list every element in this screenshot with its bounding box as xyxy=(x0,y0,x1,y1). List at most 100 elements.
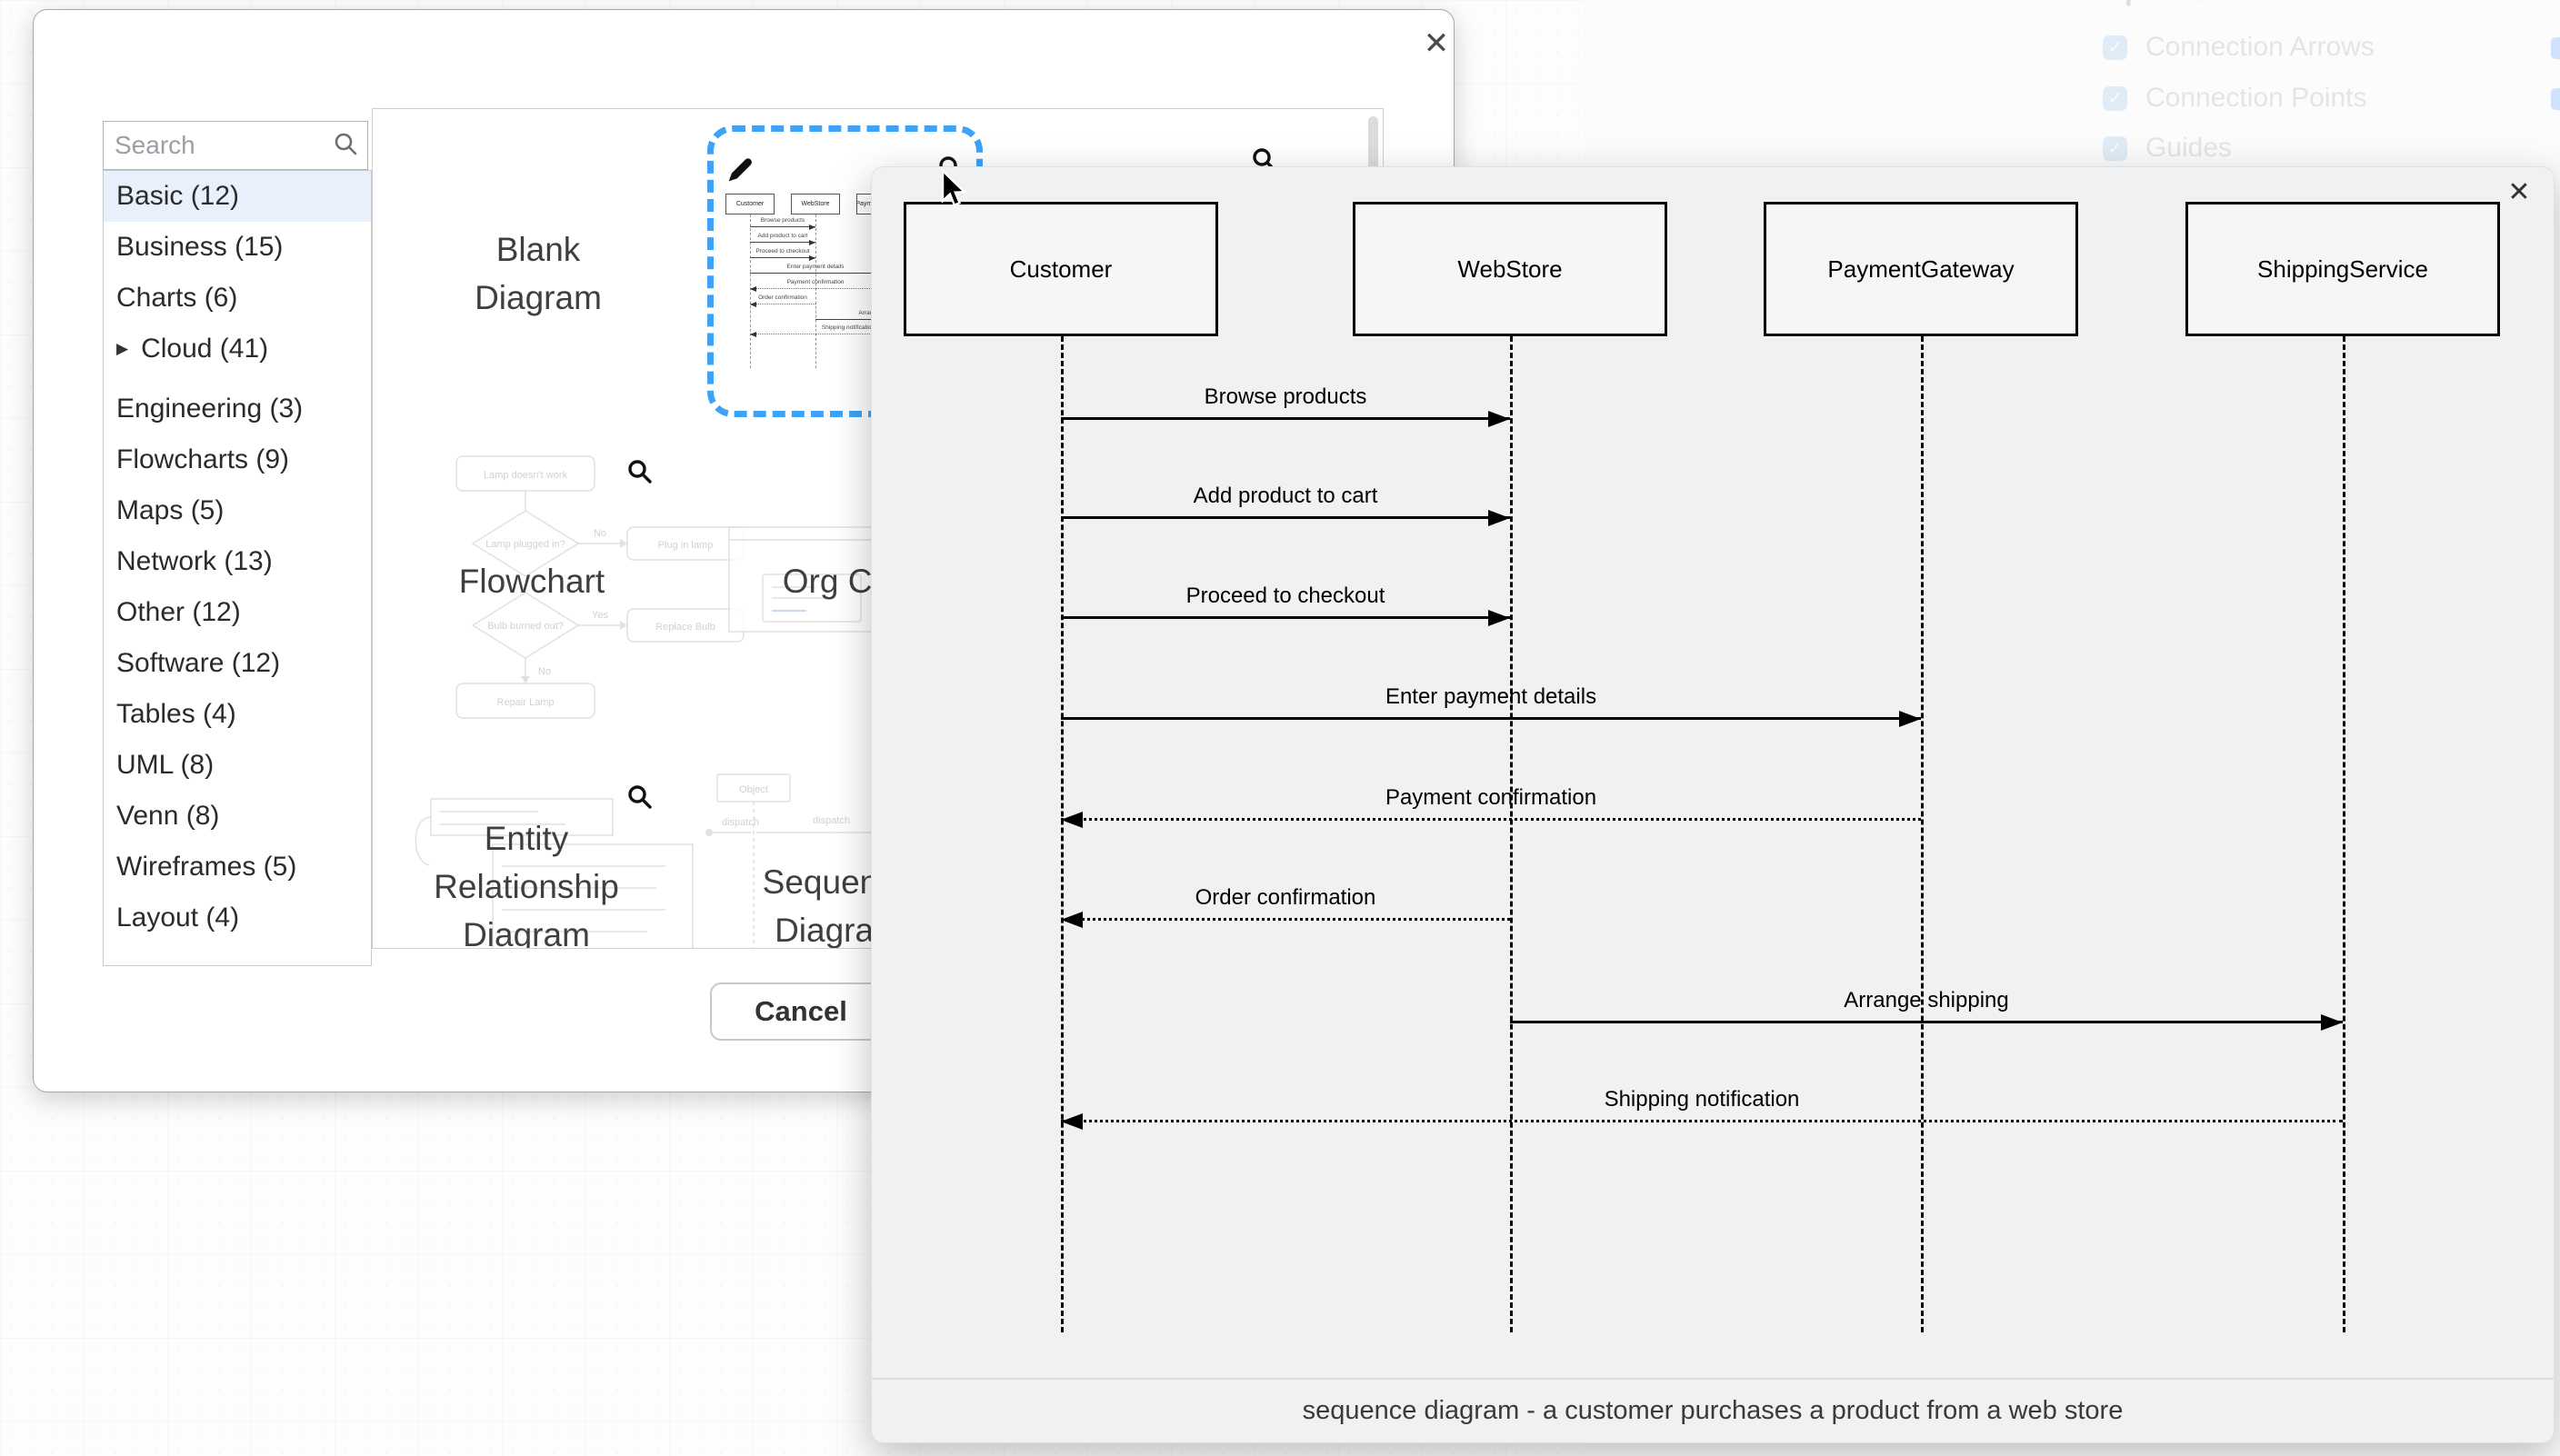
message-line xyxy=(1061,818,1921,821)
lifeline xyxy=(1061,336,1064,1332)
message-label: Add product to cart xyxy=(757,233,808,239)
svg-text:return: return xyxy=(809,946,835,949)
checkbox-checked-icon[interactable]: ✓ xyxy=(2103,135,2127,161)
message-line xyxy=(1061,918,1510,921)
sidebar-item-software[interactable]: Software (12) xyxy=(116,648,281,678)
actor-box: WebStore xyxy=(1353,202,1667,336)
sidebar-item-tables[interactable]: Tables (4) xyxy=(116,699,236,729)
arrowhead-icon xyxy=(750,285,756,292)
message-label: Payment confirmation xyxy=(786,279,845,285)
message-label: Shipping notification xyxy=(1604,1087,1800,1112)
template-entity-relationship[interactable]: Entity Relationship Diagram xyxy=(434,820,619,949)
message-label: Proceed to checkout xyxy=(755,248,810,254)
message-label: Order confirmation xyxy=(758,294,807,301)
svg-text:No: No xyxy=(538,666,551,677)
message-line xyxy=(1061,516,1510,519)
chevron-right-icon: ▶ xyxy=(116,340,129,357)
template-blank-diagram[interactable]: Blank Diagram xyxy=(475,231,602,316)
actor-box: Customer xyxy=(725,194,775,214)
checkbox-row-connection-arrows[interactable]: ✓ Connection Arrows xyxy=(2103,32,2375,63)
sidebar-item-cloud[interactable]: ▶Cloud (41) xyxy=(116,334,269,364)
sidebar-item-wireframes[interactable]: Wireframes (5) xyxy=(116,852,297,882)
arrowhead-icon xyxy=(750,331,756,337)
arrowhead-icon xyxy=(809,224,815,230)
search-box[interactable] xyxy=(103,121,368,170)
checkbox-row-connection-points[interactable]: ✓ Connection Points xyxy=(2103,83,2367,114)
sidebar-item-network[interactable]: Network (13) xyxy=(116,546,273,576)
checkbox-checked-icon[interactable]: ✓ xyxy=(2103,35,2127,60)
options-panel: Options ✓ Connection Arrows ✓ Connection… xyxy=(2103,0,2375,163)
checkbox-checked-icon[interactable]: ✓ xyxy=(2103,85,2127,111)
category-list: Basic (12) Business (15) Charts (6) ▶Clo… xyxy=(103,170,372,966)
message-line xyxy=(750,288,881,289)
magnifier-icon[interactable] xyxy=(627,459,653,489)
sidebar-item-maps[interactable]: Maps (5) xyxy=(116,495,225,525)
arrowhead-icon xyxy=(1061,911,1083,928)
svg-text:Replace Bulb: Replace Bulb xyxy=(655,622,715,633)
arrowhead-icon xyxy=(1488,410,1510,427)
arrowhead-icon xyxy=(809,239,815,245)
sidebar-item-business[interactable]: Business (15) xyxy=(116,232,284,262)
svg-text:dispatch: dispatch xyxy=(722,817,759,828)
svg-text:Bulb burned out?: Bulb burned out? xyxy=(487,621,564,632)
close-icon[interactable]: ✕ xyxy=(2507,177,2531,207)
message-label: Payment confirmation xyxy=(1385,785,1597,810)
svg-text:No: No xyxy=(594,528,606,539)
actor-box: PaymentGateway xyxy=(1764,202,2078,336)
svg-text:Plug in lamp: Plug in lamp xyxy=(658,540,714,551)
diagram-caption: sequence diagram - a customer purchases … xyxy=(872,1378,2554,1442)
uml-sequence-thumbnail: Object dispatch dispatch return xyxy=(705,773,884,949)
message-label: Add product to cart xyxy=(1193,484,1378,508)
template-flowchart[interactable]: Flowchart xyxy=(458,563,605,600)
sidebar-item-flowcharts[interactable]: Flowcharts (9) xyxy=(116,444,290,474)
sidebar-item-other[interactable]: Other (12) xyxy=(116,597,241,627)
mouse-cursor xyxy=(941,168,970,215)
sidebar-item-basic[interactable]: Basic (12) xyxy=(104,171,371,222)
actor-box: WebStore xyxy=(791,194,840,214)
checkbox-row-guides[interactable]: ✓ Guides xyxy=(2103,133,2232,164)
sidebar-item-layout[interactable]: Layout (4) xyxy=(116,903,240,932)
sidebar-item-engineering[interactable]: Engineering (3) xyxy=(116,394,304,424)
arrowhead-icon xyxy=(809,254,815,261)
message-line xyxy=(750,226,815,227)
magnifier-icon[interactable] xyxy=(627,784,653,814)
cancel-button[interactable]: Cancel xyxy=(710,982,892,1041)
arrowhead-icon xyxy=(1488,509,1510,526)
sidebar-item-venn[interactable]: Venn (8) xyxy=(116,801,220,831)
arrowhead-icon xyxy=(2321,1013,2343,1031)
message-label: Enter payment details xyxy=(786,264,845,270)
edge-control-sliver xyxy=(2551,88,2560,110)
message-line xyxy=(1510,1021,2343,1023)
search-icon xyxy=(333,131,358,161)
message-line xyxy=(750,257,815,258)
close-icon[interactable]: ✕ xyxy=(1423,26,1450,61)
message-label: Browse products xyxy=(760,217,805,224)
lifeline xyxy=(1510,336,1513,1332)
lifeline xyxy=(2343,336,2345,1332)
edit-pencil-icon[interactable] xyxy=(725,154,756,189)
arrowhead-icon xyxy=(1899,710,1921,727)
message-label: Proceed to checkout xyxy=(1185,583,1385,608)
arrowhead-icon xyxy=(750,301,756,307)
message-line xyxy=(1061,616,1510,619)
edge-control-sliver xyxy=(2551,37,2560,59)
svg-text:Repair Lamp: Repair Lamp xyxy=(497,697,555,708)
sidebar-item-charts[interactable]: Charts (6) xyxy=(116,283,238,313)
sidebar-item-uml[interactable]: UML (8) xyxy=(116,750,215,780)
message-line xyxy=(1061,717,1921,720)
flowchart-thumbnail: Lamp doesn't work Lamp plugged in? No Pl… xyxy=(455,455,745,719)
message-label: Order confirmation xyxy=(1195,885,1376,910)
message-line xyxy=(1061,417,1510,420)
options-title: Options xyxy=(2103,0,2209,11)
svg-text:Yes: Yes xyxy=(592,610,608,621)
svg-text:Lamp doesn't work: Lamp doesn't work xyxy=(484,470,567,481)
message-line xyxy=(750,242,815,243)
arrowhead-icon xyxy=(1488,609,1510,626)
lifeline xyxy=(750,214,751,368)
lifeline xyxy=(815,214,816,368)
search-input[interactable] xyxy=(113,130,327,161)
message-label: Enter payment details xyxy=(1385,684,1597,709)
